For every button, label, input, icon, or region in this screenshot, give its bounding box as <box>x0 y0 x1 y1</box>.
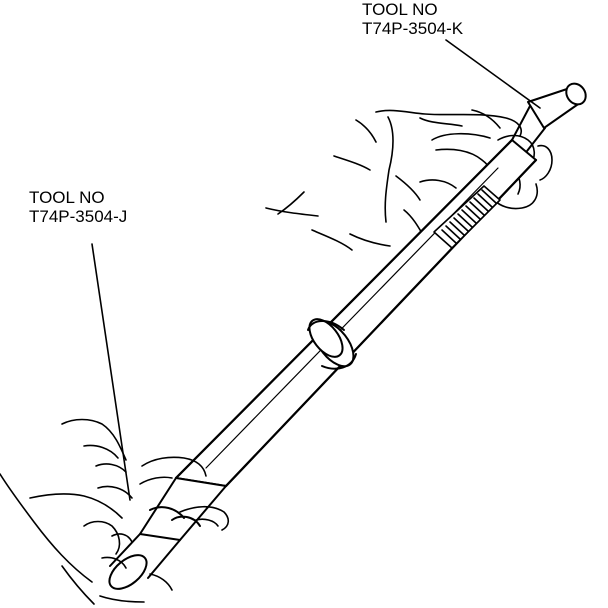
seal-collar <box>303 313 361 373</box>
tool-k-callout: TOOL NO T74P-3504-K <box>362 0 463 38</box>
rod-assembly <box>103 80 589 596</box>
leader-line-j <box>92 244 130 500</box>
tool-k-part-number: T74P-3504-K <box>362 19 464 38</box>
lower-hand <box>0 420 228 605</box>
tool-j-handle <box>103 478 226 595</box>
threaded-section <box>434 186 500 248</box>
tool-k-label: TOOL NO <box>362 0 438 19</box>
tool-j-label: TOOL NO <box>29 188 105 207</box>
leader-lines <box>92 40 540 500</box>
tool-j-callout: TOOL NO T74P-3504-J <box>29 188 127 226</box>
tool-j-part-number: T74P-3504-J <box>29 207 128 226</box>
leader-line-k <box>446 40 540 108</box>
